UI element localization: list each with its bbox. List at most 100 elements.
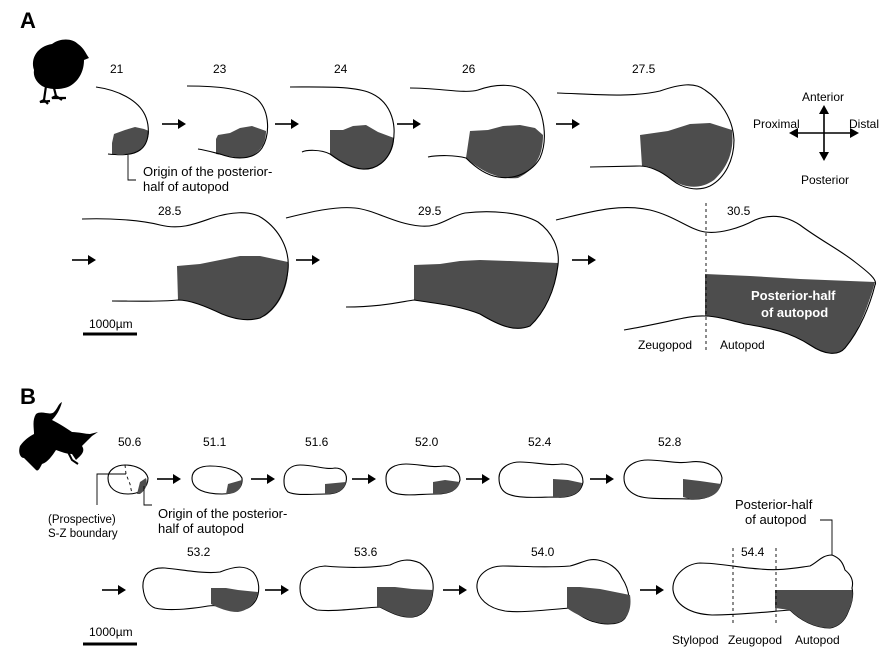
- arrow-icon: [397, 119, 421, 129]
- posterior-half-shading: [553, 479, 582, 498]
- arrow-icon: [102, 585, 126, 595]
- posterior-half-shading: [683, 479, 721, 500]
- region-label-autopod: Autopod: [795, 633, 840, 647]
- stage-label: 27.5: [632, 62, 656, 76]
- arrow-icon: [590, 474, 614, 484]
- stage-label: 52.8: [658, 435, 682, 449]
- scale-bar-label: 1000µm: [89, 317, 133, 331]
- limb-bud-stage-24: [289, 86, 395, 170]
- stage-label: 53.6: [354, 545, 378, 559]
- frog-silhouette-icon: [19, 402, 98, 471]
- arrow-icon: [443, 585, 467, 595]
- limb-bud-stage-23: [186, 85, 269, 159]
- stage-label: 51.1: [203, 435, 227, 449]
- stage-label: 29.5: [418, 204, 442, 218]
- region-label-stylopod: Stylopod: [672, 633, 719, 647]
- limb-bud-stage-29-5: [285, 207, 559, 329]
- origin-leader-line: [127, 155, 136, 181]
- stage-label: 21: [110, 62, 124, 76]
- chick-silhouette-icon: [32, 39, 89, 105]
- limb-bud-stage-54-0: [476, 559, 631, 625]
- axis-label-anterior: Anterior: [802, 90, 844, 104]
- stage-label: 24: [334, 62, 348, 76]
- posterior-half-shading: [414, 260, 558, 329]
- stage-label: 54.4: [741, 545, 765, 559]
- posterior-half-annotation-line1: Posterior-half: [735, 497, 813, 512]
- stage-label: 53.2: [187, 545, 211, 559]
- posterior-half-label-line1: Posterior-half: [751, 288, 836, 303]
- arrow-icon: [466, 474, 490, 484]
- posterior-half-label-line2: of autopod: [761, 305, 828, 320]
- limb-bud-stage-30-5: [555, 203, 877, 354]
- axis-label-proximal: Proximal: [753, 117, 800, 131]
- arrow-icon: [572, 255, 596, 265]
- limb-bud-stage-53-2: [142, 566, 260, 612]
- axis-label-distal: Distal: [849, 117, 879, 131]
- posterior-half-shading: [226, 480, 242, 494]
- origin-annotation-line1: Origin of the posterior-: [143, 164, 272, 179]
- posterior-half-shading: [112, 127, 149, 154]
- posterior-half-annotation-line2: of autopod: [745, 512, 806, 527]
- limb-bud-stage-54-4: [672, 548, 854, 629]
- proximal-arrow-icon: [789, 128, 798, 138]
- limb-bud-stage-52-0: [385, 463, 461, 496]
- posterior-half-shading: [433, 480, 460, 494]
- posterior-half-shading: [137, 478, 147, 494]
- region-label-zeugopod: Zeugopod: [728, 633, 782, 647]
- stage-label: 28.5: [158, 204, 182, 218]
- arrow-icon: [251, 474, 275, 484]
- origin-annotation-line2: half of autopod: [158, 521, 244, 536]
- region-label-zeugopod: Zeugopod: [638, 338, 692, 352]
- boundary-annotation-line2: S-Z boundary: [48, 528, 118, 540]
- arrow-icon: [265, 585, 289, 595]
- posterior-half-shading: [211, 588, 258, 612]
- posterior-half-shading: [640, 123, 733, 187]
- stage-label: 26: [462, 62, 476, 76]
- limb-bud-stage-26: [409, 84, 545, 179]
- posterior-arrow-icon: [819, 152, 829, 161]
- stage-label: 30.5: [727, 204, 751, 218]
- origin-annotation-line1: Origin of the posterior-: [158, 506, 287, 521]
- stage-label: 52.0: [415, 435, 439, 449]
- posterior-half-shading: [567, 587, 631, 624]
- posterior-half-shading: [216, 126, 266, 158]
- distal-arrow-icon: [850, 128, 859, 138]
- stage-label: 51.6: [305, 435, 329, 449]
- limb-bud-stage-52-4: [498, 461, 584, 498]
- limb-bud-stage-21: [95, 86, 149, 156]
- arrow-icon: [296, 255, 320, 265]
- limb-bud-stage-53-6: [299, 559, 434, 618]
- posterior-half-shading: [466, 125, 543, 179]
- stage-label: 50.6: [118, 435, 142, 449]
- arrow-icon: [556, 119, 580, 129]
- arrow-icon: [275, 119, 299, 129]
- limb-bud-stage-27-5: [556, 84, 735, 190]
- stage-label: 54.0: [531, 545, 555, 559]
- region-label-autopod: Autopod: [720, 338, 765, 352]
- stage-label: 52.4: [528, 435, 552, 449]
- axis-label-posterior: Posterior: [801, 173, 849, 187]
- origin-annotation-line2: half of autopod: [143, 179, 229, 194]
- stage-label: 23: [213, 62, 227, 76]
- panel-b-label: B: [20, 384, 36, 409]
- limb-bud-stage-50-6: [96, 464, 152, 506]
- panel-a-label: A: [20, 8, 36, 33]
- posterior-half-shading: [325, 482, 346, 494]
- scale-bar-label: 1000µm: [89, 625, 133, 639]
- limb-bud-stage-51-6: [283, 464, 347, 496]
- arrow-icon: [157, 474, 181, 484]
- posterior-half-shading: [775, 590, 853, 628]
- arrow-icon: [352, 474, 376, 484]
- limb-bud-stage-52-8: [623, 459, 723, 500]
- boundary-annotation-line1: (Prospective): [48, 514, 116, 526]
- orientation-axes: Anterior Posterior Proximal Distal: [753, 90, 879, 187]
- posterior-half-shading: [377, 587, 433, 618]
- posterior-half-shading: [177, 256, 289, 320]
- arrow-icon: [72, 255, 96, 265]
- limb-bud-stage-51-1: [191, 465, 243, 495]
- arrow-icon: [162, 119, 186, 129]
- posterior-half-shading: [705, 274, 875, 354]
- posterior-half-shading: [330, 125, 394, 170]
- anterior-arrow-icon: [819, 105, 829, 114]
